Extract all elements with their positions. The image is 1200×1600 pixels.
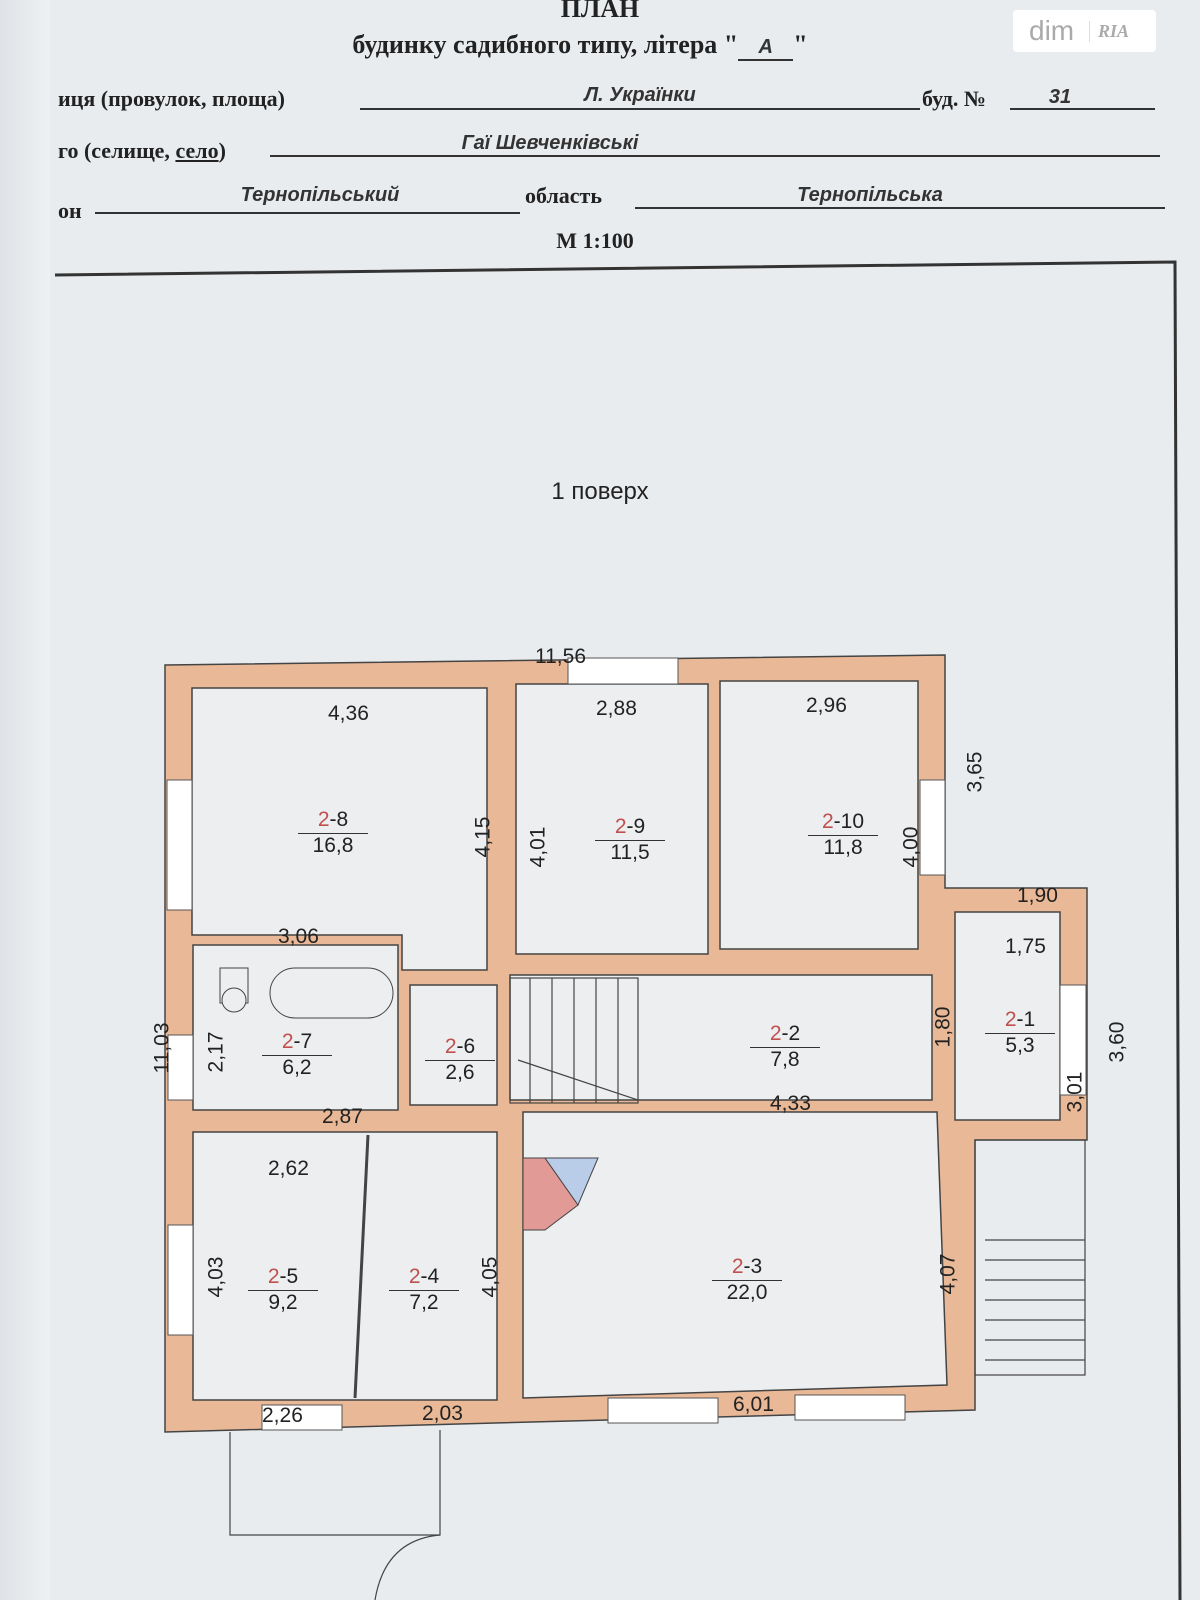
building-label: буд. № — [922, 86, 987, 111]
dimension-label: 4,36 — [328, 702, 369, 725]
dimension-label: 4,05 — [478, 1256, 502, 1298]
dimension-label: 2,26 — [262, 1404, 303, 1427]
dimension-label: 11,56 — [535, 645, 586, 668]
dimension-label: 2,96 — [806, 694, 847, 717]
dimension-label: 1,80 — [931, 1006, 955, 1048]
dimension-label: 4,15 — [471, 816, 495, 858]
page-binding — [0, 0, 50, 1600]
dimension-label: 1,75 — [1005, 935, 1046, 958]
town-value: Гаї Шевченківські — [461, 132, 639, 154]
street-label: иця (провулок, площа) — [58, 86, 285, 111]
dimension-label: 2,87 — [322, 1105, 363, 1128]
dimension-label: 3,65 — [963, 751, 987, 793]
dimension-label: 11,03 — [150, 1022, 174, 1074]
document-subtitle: будинку садибного типу, літера "А" — [0, 30, 1160, 61]
dimension-label: 4,07 — [936, 1253, 960, 1295]
dimension-label: 4,33 — [770, 1092, 811, 1115]
region-value: Тернопільська — [797, 184, 943, 206]
room-2-9 — [515, 683, 709, 955]
subtitle-end: " — [793, 30, 808, 59]
subtitle-text: будинку садибного типу, літера " — [352, 30, 739, 59]
dimension-label: 3,60 — [1105, 1021, 1129, 1063]
dimension-label: 4,00 — [899, 826, 923, 868]
floor-title: 1 поверх — [551, 478, 649, 505]
region-label: область — [525, 183, 602, 208]
room-2-6 — [409, 984, 498, 1106]
watermark-logo: dim RIA — [1013, 10, 1156, 52]
frame-border — [54, 260, 1182, 1600]
document-title: ПЛАН — [560, 0, 640, 23]
interior-stairs — [509, 977, 639, 1104]
logo-text: dim — [1029, 15, 1075, 46]
dimension-label: 2,88 — [596, 697, 637, 720]
scale-label: М 1:100 — [556, 228, 634, 253]
dimension-label: 3,06 — [278, 925, 319, 948]
room-2-10 — [719, 680, 919, 950]
dimension-label: 1,90 — [1017, 884, 1058, 907]
logo-text-ria: RIA — [1089, 20, 1129, 42]
dimension-label: 2,03 — [422, 1402, 463, 1425]
room-2-8 — [191, 687, 488, 971]
dimension-label: 3,01 — [1063, 1071, 1087, 1113]
exterior-stairs — [229, 1139, 1086, 1600]
partition-2-5-2-4 — [353, 1134, 370, 1399]
room-2-5-4 — [192, 1131, 498, 1401]
dimension-label: 2,62 — [268, 1157, 309, 1180]
dimension-label: 4,01 — [526, 826, 550, 868]
room-2-2 — [509, 974, 933, 1101]
district-value: Тернопільський — [240, 184, 400, 206]
room-2-1 — [954, 911, 1061, 1121]
bathroom-fixtures — [219, 967, 394, 1019]
dimension-label: 6,01 — [733, 1393, 774, 1416]
windows — [166, 657, 1087, 1431]
room-2-3 — [522, 1111, 948, 1399]
dimension-label: 2,17 — [204, 1031, 228, 1073]
building-number: 31 — [1048, 86, 1072, 108]
town-label: го (селище, село) — [58, 138, 226, 163]
stove — [522, 1157, 599, 1231]
street-value: Л. Українки — [584, 84, 696, 106]
litera-value: А — [738, 36, 794, 61]
district-label: он — [58, 198, 82, 223]
dimension-label: 4,03 — [204, 1256, 228, 1298]
